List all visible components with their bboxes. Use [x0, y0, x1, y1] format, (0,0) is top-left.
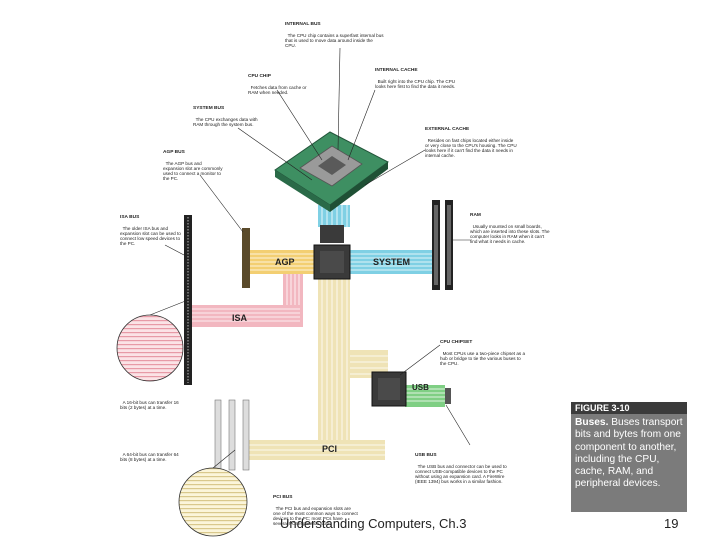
agp-bus-lines: [250, 250, 315, 274]
label-external-cache-title: EXTERNAL CACHE: [425, 127, 470, 133]
pci-bus-zoom-circle: [178, 467, 248, 537]
label-internal-cache: INTERNAL CACHE Built right into the CPU …: [375, 58, 457, 89]
slide-footer: Understanding Computers, Ch.3: [280, 516, 467, 531]
label-pci-bus-title: PCI BUS: [273, 495, 293, 501]
label-agp-bus-text: The AGP bus and expansion slot are commo…: [163, 160, 224, 182]
bus-tag-pci: PCI: [322, 444, 338, 454]
figure-caption-text: Buses transport bits and bytes from one …: [575, 417, 683, 490]
label-cpu-chip-text: Fetches data from cache or RAM when need…: [248, 84, 308, 96]
figure-heading: FIGURE 3-10: [571, 402, 687, 414]
label-internal-bus-text: The CPU chip contains a superfast intern…: [285, 32, 385, 49]
label-internal-cache-title: INTERNAL CACHE: [375, 68, 418, 74]
leader-lines: [149, 47, 471, 469]
figure-caption-bold: Buses.: [575, 417, 609, 428]
label-isa-bus-title: ISA BUS: [120, 215, 140, 221]
label-ram-text: Usually mounted on small boards, which a…: [470, 223, 551, 245]
label-cpu-chipset-title: CPU CHIPSET: [440, 340, 473, 346]
label-pci-bus: PCI BUS The PCI bus and expansion slots …: [273, 485, 358, 527]
bus-tag-isa: ISA: [232, 313, 248, 323]
label-64-bit-text: A 64-bit bus can transfer 64 bits (8 byt…: [120, 452, 181, 463]
label-ram-title: RAM: [470, 213, 481, 219]
label-64-bit: A 64-bit bus can transfer 64 bits (8 byt…: [120, 447, 180, 463]
label-system-bus: SYSTEM BUS The CPU exchanges data with R…: [193, 96, 259, 127]
page-number: 19: [664, 516, 679, 531]
figure-caption: Buses. Buses transport bits and bytes fr…: [575, 417, 685, 491]
south-chipset-graphic: [371, 371, 407, 407]
label-isa-bus-text: The older ISA bus and expansion slot can…: [120, 225, 183, 247]
figure-caption-box: [571, 402, 687, 512]
label-agp-bus: AGP BUS The AGP bus and expansion slot a…: [163, 140, 223, 182]
isa-bus-lines: [192, 265, 303, 327]
label-isa-bus: ISA BUS The older ISA bus and expansion …: [120, 205, 182, 247]
label-usb-bus-title: USB BUS: [415, 453, 437, 459]
agp-slot: [242, 228, 250, 288]
label-pci-bus-text: The PCI bus and expansion slots are one …: [273, 505, 360, 527]
bus-tag-system: SYSTEM: [373, 257, 411, 267]
label-cpu-chipset: CPU CHIPSET Most CPUs use a two-piece ch…: [440, 330, 528, 366]
isa-bus-zoom-circle: [116, 314, 184, 382]
label-usb-bus: USB BUS The USB bus and connector can be…: [415, 443, 515, 485]
usb-bus-lines: [405, 385, 451, 407]
north-chipset-graphic: [313, 225, 351, 280]
ram-slots: [432, 200, 453, 290]
system-bus-lines: [318, 205, 435, 274]
label-external-cache: EXTERNAL CACHE Resides on fast chips loc…: [425, 117, 517, 159]
label-system-bus-text: The CPU exchanges data with RAM through …: [193, 116, 259, 128]
label-external-cache-text: Resides on fast chips located either ins…: [425, 137, 518, 159]
label-agp-bus-title: AGP BUS: [163, 150, 185, 156]
bus-tag-agp: AGP: [275, 257, 295, 267]
label-system-bus-title: SYSTEM BUS: [193, 106, 225, 112]
label-usb-bus-text: The USB bus and connector can be used to…: [415, 463, 508, 485]
label-ram: RAM Usually mounted on small boards, whi…: [470, 203, 552, 245]
cpu-chip-graphic: [274, 131, 389, 212]
label-cpu-chipset-text: Most CPUs use a two-piece chipset as a h…: [440, 350, 527, 367]
label-internal-cache-text: Built right into the CPU chip. The CPU l…: [375, 78, 457, 90]
bus-tag-usb: USB: [412, 383, 429, 392]
label-internal-bus: INTERNAL BUS The CPU chip contains a sup…: [285, 12, 385, 48]
label-cpu-chip-title: CPU CHIP: [248, 74, 271, 80]
label-internal-bus-title: INTERNAL BUS: [285, 22, 321, 28]
label-cpu-chip: CPU CHIP Fetches data from cache or RAM …: [248, 64, 314, 95]
pci-bus-lines: [245, 275, 388, 460]
pci-slots: [214, 399, 250, 471]
label-16-bit-text: A 16-bit bus can transfer 16 bits (2 byt…: [120, 400, 181, 411]
label-16-bit: A 16-bit bus can transfer 16 bits (2 byt…: [120, 395, 180, 411]
